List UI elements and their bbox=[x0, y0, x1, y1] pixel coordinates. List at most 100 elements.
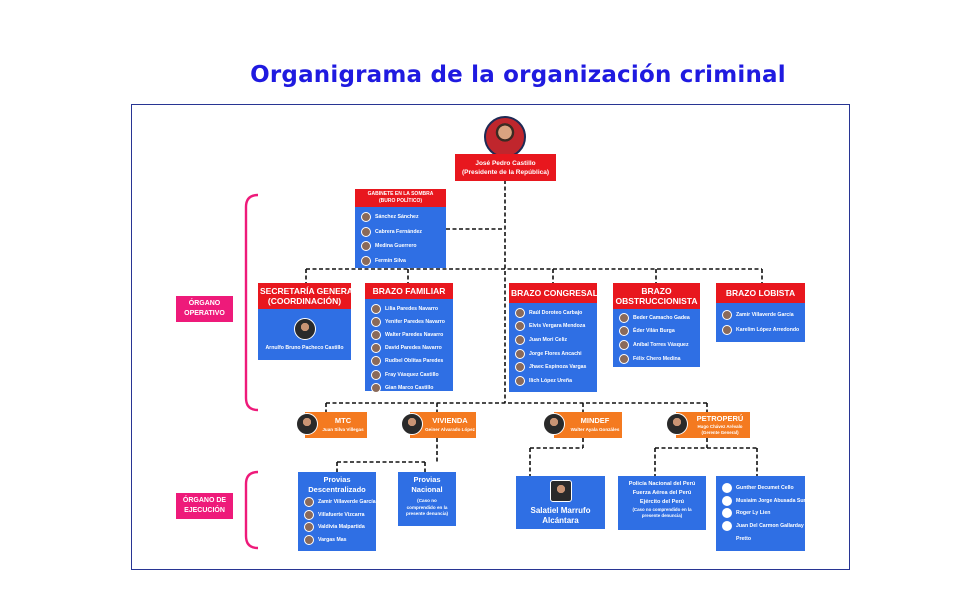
member-photo bbox=[371, 343, 381, 354]
petroperu-box: PETROPERÚ Hugo Chávez Arévalo (Gerente G… bbox=[676, 412, 750, 438]
member-name: Félix Chero Medina bbox=[633, 355, 681, 362]
secretaria-subtitle: (COORDINACIÓN) bbox=[267, 296, 342, 306]
label-line: EJECUCIÓN bbox=[184, 507, 225, 514]
mindef-member: Walter Ayala Gonzáles bbox=[570, 427, 620, 432]
secretaria-box: SECRETARÍA GENERAL (COORDINACIÓN) Arnulf… bbox=[258, 283, 358, 360]
member-item: Medina Guerrero bbox=[355, 239, 446, 254]
obstruccionista-title: BRAZO bbox=[641, 286, 672, 296]
member-photo bbox=[304, 509, 314, 520]
member-item: Jorge Flores Ancachi bbox=[509, 347, 597, 361]
fuerzas-aerea: Fuerza Aérea del Perú bbox=[632, 490, 692, 496]
label-organo-ejecucion: ÓRGANO DE EJECUCIÓN bbox=[176, 493, 233, 519]
member-item: Zamir Villaverde García bbox=[298, 496, 376, 509]
member-item: Musiaim Jorge Abusada Sumar bbox=[716, 495, 813, 508]
vivienda-title: VIVIENDA bbox=[432, 416, 468, 425]
person-icon bbox=[722, 521, 732, 532]
fuerzas-ejercito: Ejército del Perú bbox=[639, 499, 685, 505]
member-item: Jhaec Espinoza Vargas bbox=[509, 360, 597, 374]
vivienda-member: Geiner Alvarado López bbox=[425, 427, 475, 432]
provias-nac-subtitle: Nacional bbox=[411, 485, 443, 494]
member-name: Gunther Decumet Cello bbox=[736, 485, 794, 492]
member-photo bbox=[371, 329, 381, 340]
petroperu-title: PETROPERÚ bbox=[696, 414, 744, 423]
member-name: Fray Vásquez Castillo bbox=[385, 371, 439, 378]
member-item: Pretto bbox=[716, 532, 805, 545]
member-photo bbox=[515, 307, 525, 318]
member-name: Éder Vilán Burga bbox=[633, 328, 675, 335]
mindef-box: MINDEF Walter Ayala Gonzáles bbox=[554, 412, 622, 438]
label-line: OPERATIVO bbox=[184, 310, 225, 317]
provias-nac-note: comprendido en la bbox=[406, 504, 448, 510]
member-photo bbox=[361, 241, 371, 252]
member-name: Ilich López Ureña bbox=[529, 377, 572, 384]
member-name: Walter Paredes Navarro bbox=[385, 331, 444, 338]
member-name: Aníbal Torres Vásquez bbox=[633, 341, 689, 348]
person-icon bbox=[722, 508, 732, 519]
obstruccionista-header: BRAZO OBSTRUCCIONISTA bbox=[613, 283, 700, 309]
secretaria-member: Arnulfo Bruno Pacheco Castillo bbox=[265, 345, 344, 351]
person-icon bbox=[722, 483, 732, 494]
member-name: Fermín Silva bbox=[375, 257, 406, 264]
vivienda-photo bbox=[401, 413, 423, 435]
member-item: Fermín Silva bbox=[355, 254, 446, 269]
member-photo bbox=[361, 212, 371, 223]
obstruccionista-box: BRAZO OBSTRUCCIONISTA Beder Camacho Gade… bbox=[613, 283, 700, 367]
member-name: Yenifer Paredes Navarro bbox=[385, 318, 445, 325]
fuerzas-note: (Caso no comprendido en la bbox=[632, 507, 692, 512]
secretaria-photo bbox=[294, 318, 316, 340]
label-line: ÓRGANO DE bbox=[182, 497, 227, 504]
member-item: Lilia Paredes Navarro bbox=[365, 302, 453, 315]
secretaria-header: SECRETARÍA GENERAL (COORDINACIÓN) bbox=[258, 283, 358, 309]
member-item: Juan Del Carmon Gallarday bbox=[716, 520, 805, 533]
member-item: Éder Vilán Burga bbox=[613, 325, 700, 339]
president-photo bbox=[484, 116, 526, 158]
president-name: José Pedro Castillo bbox=[475, 159, 536, 167]
member-item: Fray Vásquez Castillo bbox=[365, 368, 453, 381]
member-name: Beder Camacho Gadea bbox=[633, 314, 690, 321]
member-name: Medina Guerrero bbox=[375, 243, 417, 250]
obstruccionista-subtitle: OBSTRUCCIONISTA bbox=[615, 296, 698, 306]
member-item: Rudbel Oblitas Paredes bbox=[365, 355, 453, 368]
member-item: Roger Ly Lien bbox=[716, 507, 805, 520]
member-name: Raúl Doroteo Carbajo bbox=[529, 309, 583, 316]
member-name: Juan Del Carmon Gallarday bbox=[736, 523, 804, 530]
marrufo-photo bbox=[550, 480, 572, 502]
member-item: Cabrera Fernández bbox=[355, 225, 446, 240]
member-name: Zamir Villaverde García bbox=[318, 499, 376, 506]
member-name: Gian Marco Castillo bbox=[385, 384, 434, 391]
member-photo bbox=[371, 369, 381, 380]
member-name: Jorge Flores Ancachi bbox=[529, 350, 582, 357]
congresal-header: BRAZO CONGRESAL bbox=[509, 283, 598, 303]
fuerzas-policia: Policía Nacional del Perú bbox=[628, 481, 696, 487]
member-photo bbox=[304, 535, 314, 546]
mindef-title: MINDEF bbox=[580, 416, 610, 425]
member-photo bbox=[304, 522, 314, 533]
member-name: Pretto bbox=[736, 535, 751, 542]
member-item: Juan Mori Celiz bbox=[509, 333, 597, 347]
member-name: Juan Mori Celiz bbox=[529, 336, 568, 343]
marrufo-box: Salatiel Marrufo Alcántara bbox=[516, 476, 605, 529]
provias-nac-title: Provias bbox=[413, 475, 441, 484]
member-item: Gunther Decumet Cello bbox=[716, 482, 805, 495]
member-photo bbox=[371, 316, 381, 327]
mtc-title: MTC bbox=[334, 416, 352, 425]
member-photo bbox=[371, 356, 381, 367]
member-item: Vargas Mas bbox=[298, 534, 376, 547]
member-name: Cabrera Fernández bbox=[375, 228, 422, 235]
member-item: Gian Marco Castillo bbox=[365, 381, 453, 394]
lobista-header: BRAZO LOBISTA bbox=[716, 283, 805, 303]
provias-descentralizado-box: Provias Descentralizado Zamir Villaverde… bbox=[298, 472, 376, 551]
member-photo bbox=[371, 382, 381, 393]
member-photo bbox=[304, 497, 314, 508]
member-photo bbox=[619, 312, 629, 323]
president-role: (Presidente de la República) bbox=[461, 168, 550, 176]
member-photo bbox=[722, 324, 732, 335]
label-line: ÓRGANO bbox=[188, 300, 221, 307]
member-item: Yenifer Paredes Navarro bbox=[365, 315, 453, 328]
member-photo bbox=[619, 353, 629, 364]
